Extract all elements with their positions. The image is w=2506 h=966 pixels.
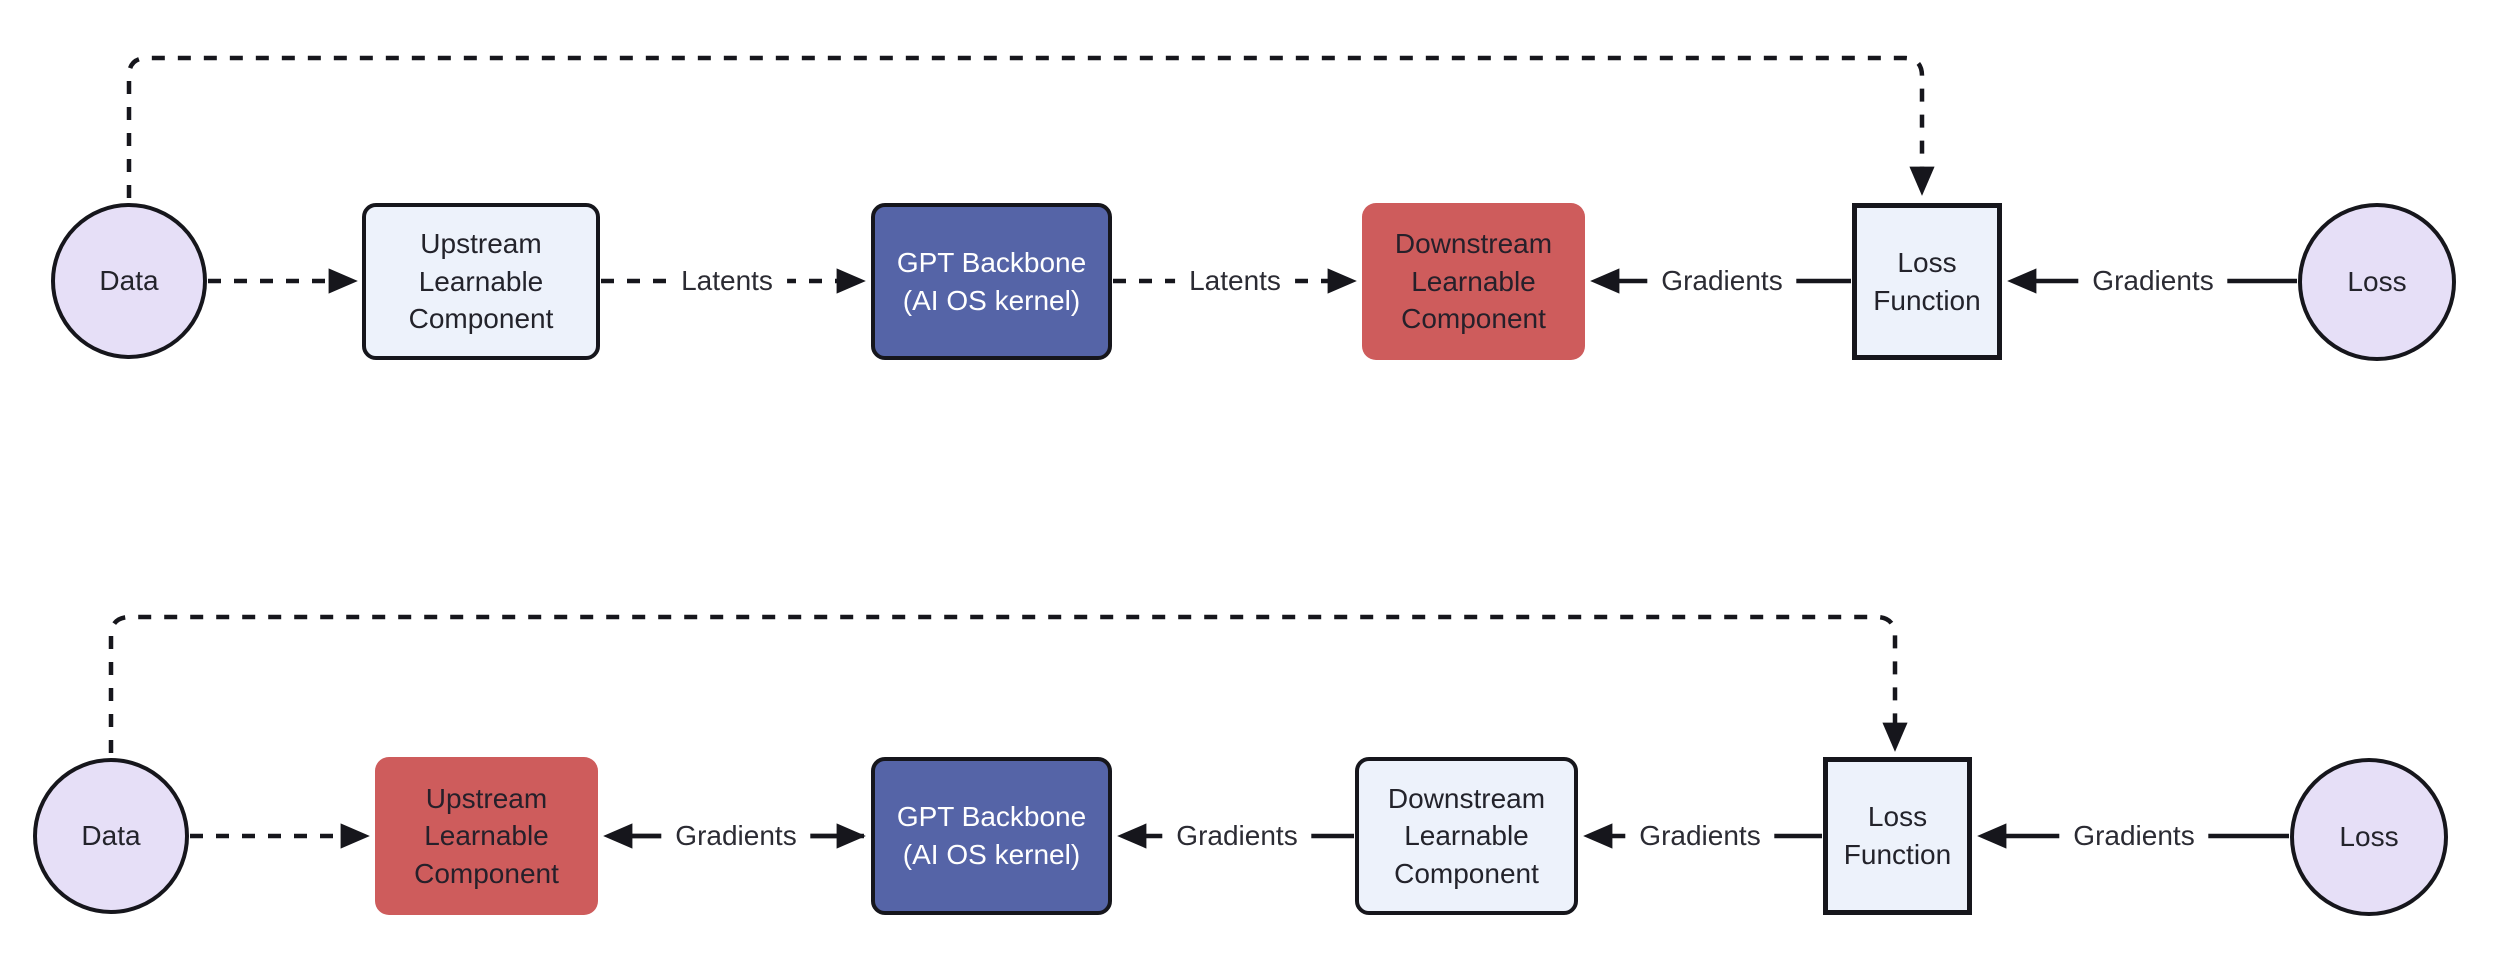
edge-label-gradients-r1-1: Gradients — [1647, 262, 1797, 300]
edge-label-gradients-r2-2: Gradients — [1162, 817, 1312, 855]
node-gpt-backbone-row1: GPT Backbone (AI OS kernel) — [871, 203, 1112, 360]
node-loss-function-row1: Loss Function — [1852, 203, 2002, 360]
node-loss-row2: Loss — [2290, 758, 2448, 916]
edge-label-gradients-r2-3: Gradients — [1625, 817, 1775, 855]
node-loss-row1: Loss — [2298, 203, 2456, 361]
edge-r2-data-to-loss-function — [108, 614, 1908, 753]
node-loss-function-row2: Loss Function — [1823, 757, 1972, 915]
node-data-row1: Data — [51, 203, 207, 359]
node-data-row2: Data — [33, 758, 189, 914]
edge-label-gradients-r2-4: Gradients — [2059, 817, 2209, 855]
edge-label-gradients-r2-1: Gradients — [661, 817, 811, 855]
node-upstream-row1: Upstream Learnable Component — [362, 203, 600, 360]
node-gpt-backbone-row2: GPT Backbone (AI OS kernel) — [871, 757, 1112, 915]
edge-label-latents-2: Latents — [1175, 262, 1295, 300]
edge-label-latents-1: Latents — [667, 262, 787, 300]
edge-label-gradients-r1-2: Gradients — [2078, 262, 2228, 300]
node-downstream-row2: Downstream Learnable Component — [1355, 757, 1578, 915]
edge-r1-data-to-loss-function — [126, 55, 1935, 198]
node-downstream-row1: Downstream Learnable Component — [1362, 203, 1585, 360]
node-upstream-row2: Upstream Learnable Component — [375, 757, 598, 915]
